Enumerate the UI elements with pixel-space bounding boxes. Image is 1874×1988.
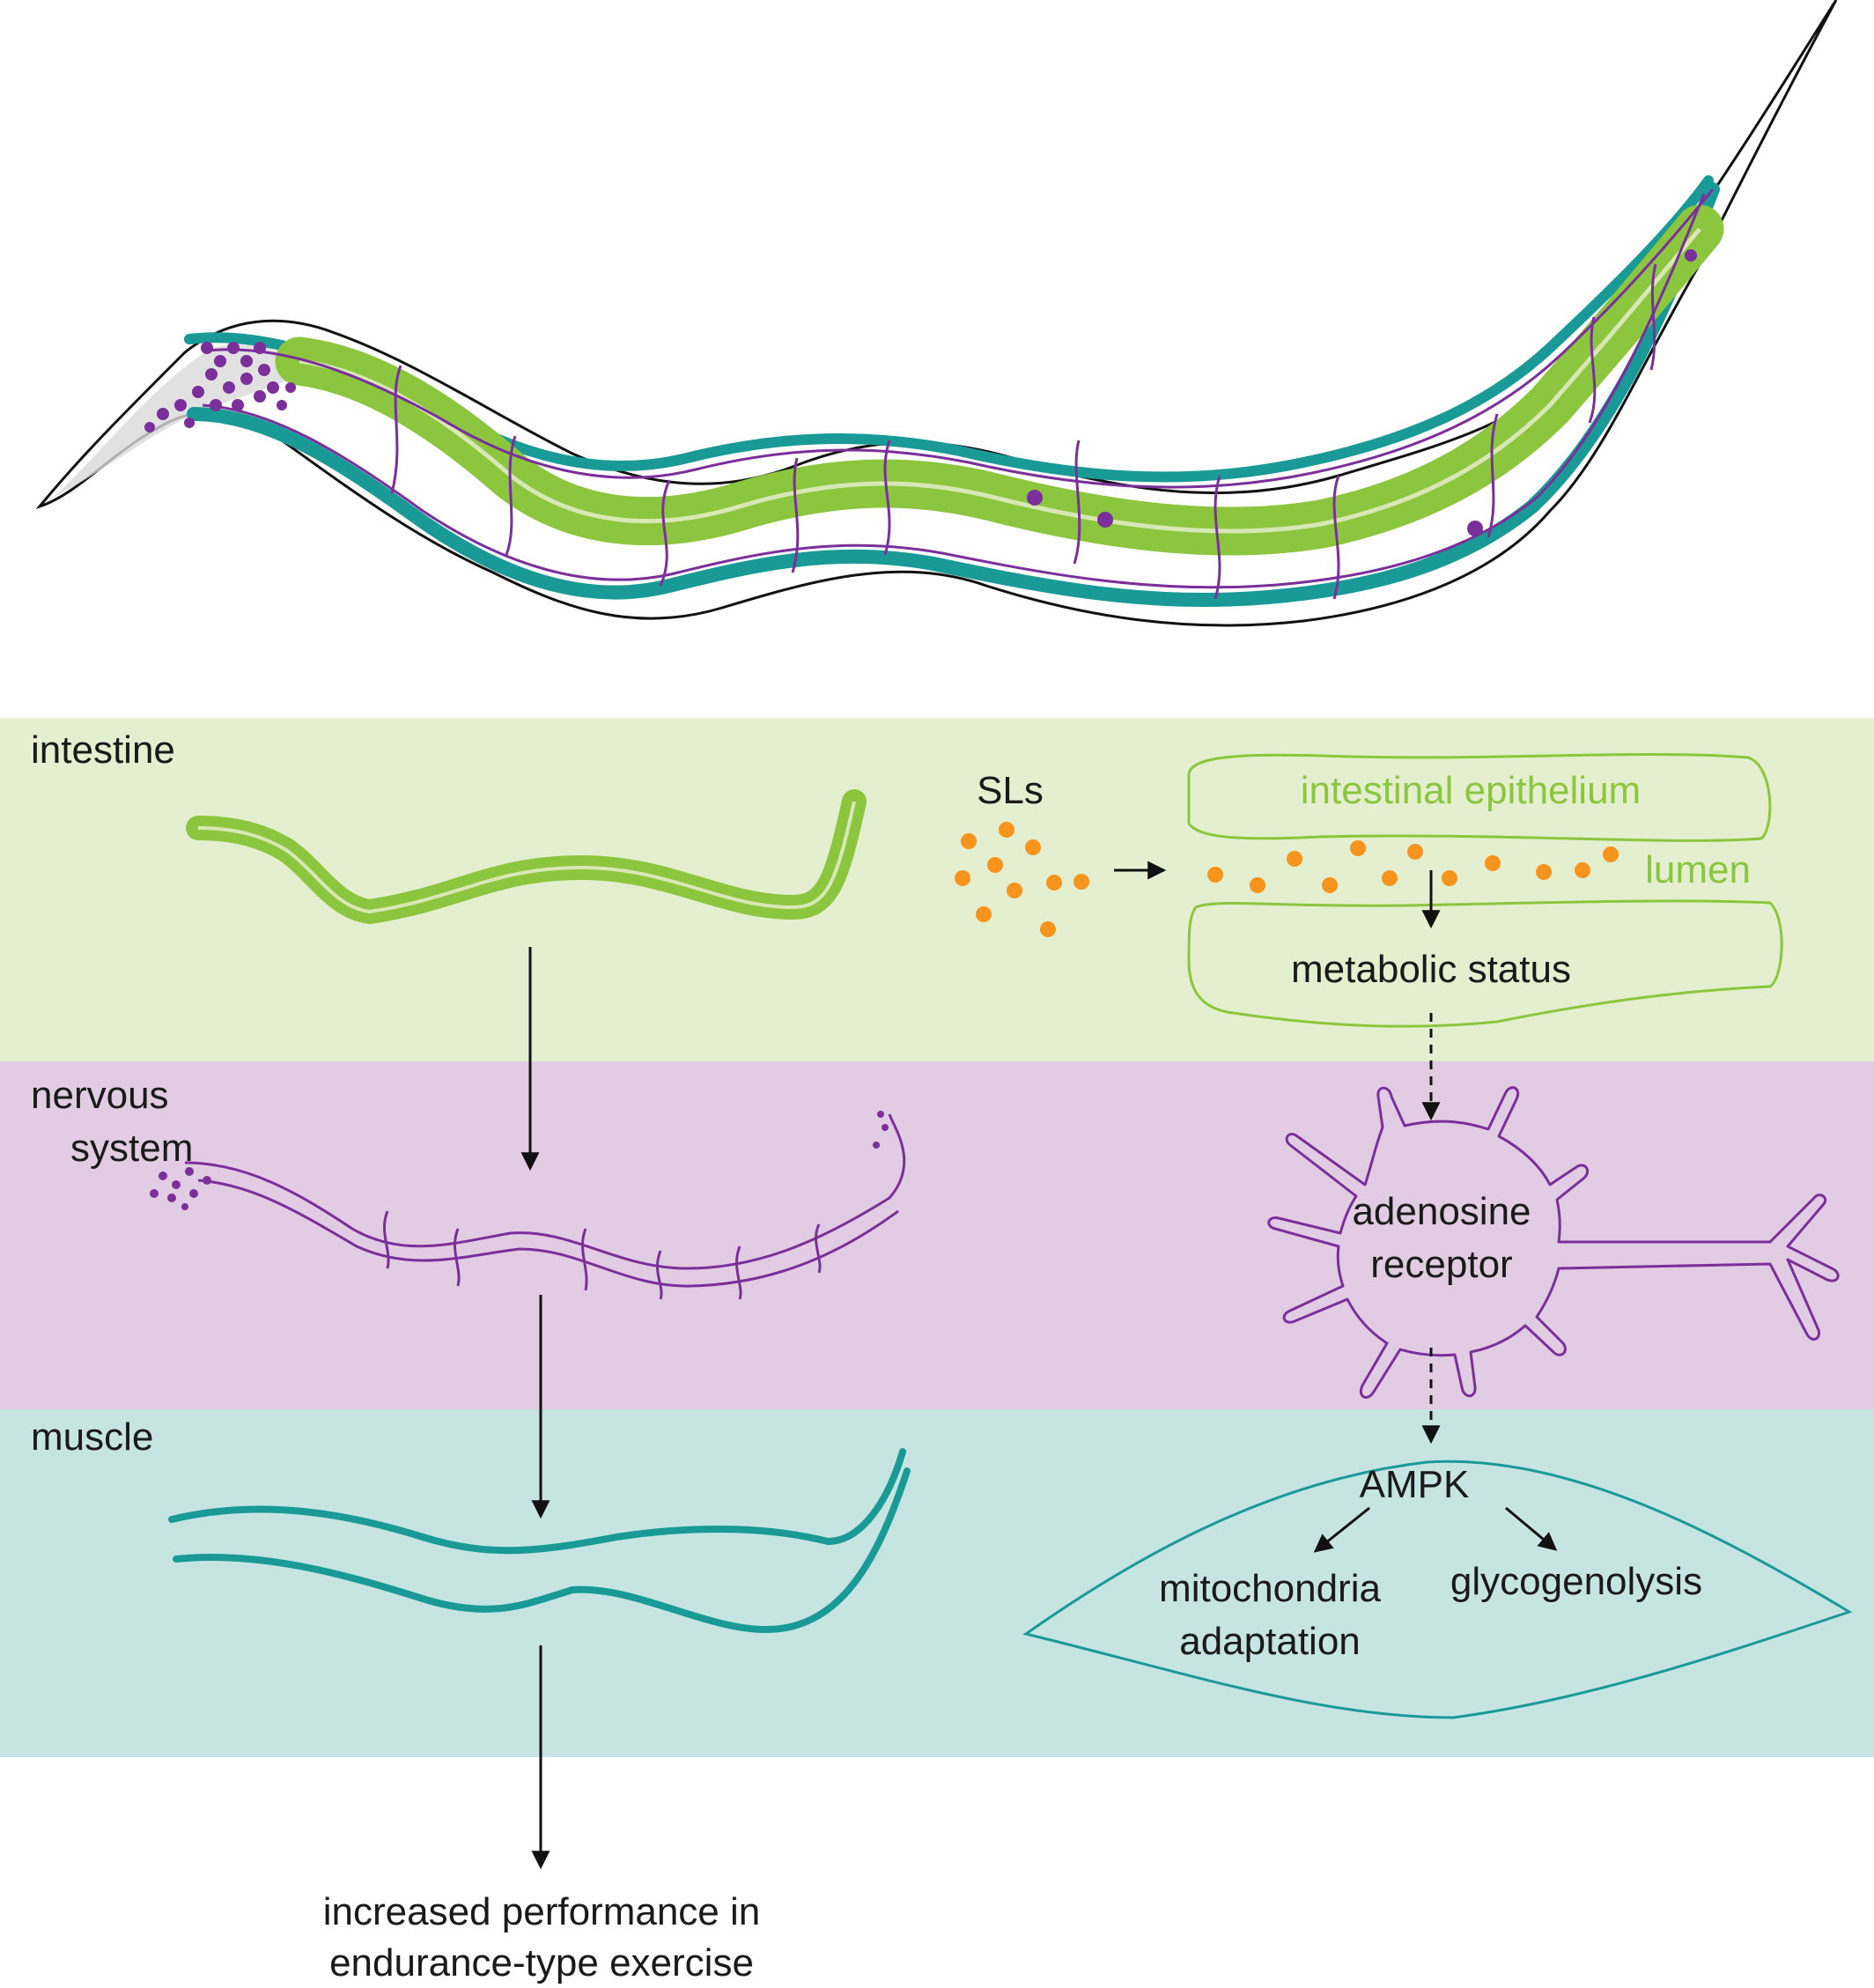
commissures (390, 263, 1657, 600)
outcome-line1: increased performance in (323, 1890, 760, 1933)
metabolic-label: metabolic status (1291, 948, 1571, 991)
worm-anatomy-illustration (35, 0, 1838, 627)
lumen-dots (1207, 840, 1619, 893)
nervous-label-line1: nervous (31, 1074, 169, 1117)
mito-label-line2: adaptation (1179, 1620, 1361, 1663)
intestine-label: intestine (31, 728, 175, 772)
mito-label-line1: mitochondria (1159, 1567, 1381, 1610)
sls-label: SLs (977, 769, 1044, 812)
head-ganglia (144, 249, 1697, 536)
intestine-worm (186, 789, 867, 925)
adenosine-label-line1: adenosine (1352, 1190, 1531, 1233)
lumen-label: lumen (1645, 848, 1751, 891)
muscle-cell (1022, 1460, 1853, 1719)
muscle-band (0, 1409, 1874, 1757)
muscle-label: muscle (31, 1415, 153, 1459)
nervous-label-line2: system (70, 1127, 193, 1170)
muscle-strip-ventral (187, 182, 1720, 608)
ampk-label: AMPK (1360, 1463, 1470, 1506)
arrow-ampk-to-glyco (1505, 1506, 1558, 1551)
arrow-ampk-to-mito (1313, 1506, 1370, 1553)
neuron-cell (1267, 1086, 1840, 1399)
adenosine-label-line2: receptor (1370, 1243, 1512, 1286)
pharynx (53, 344, 304, 498)
worm-body-outline (35, 0, 1838, 627)
nervous-band (0, 1061, 1874, 1409)
epithelium-label: intestinal epithelium (1301, 769, 1641, 812)
sls-dots (955, 822, 1089, 937)
nerve-cord-ventral (202, 193, 1706, 589)
epithelium-upper-cell (1187, 752, 1772, 842)
glyco-label: glycogenolysis (1450, 1560, 1702, 1603)
nerve-cord-dorsal (206, 188, 1715, 489)
nervous-worm (150, 1111, 906, 1300)
epithelium-lower-cell (1187, 899, 1783, 1028)
muscle-worm (168, 1448, 911, 1634)
outcome-line2: endurance-type exercise (329, 1941, 754, 1984)
